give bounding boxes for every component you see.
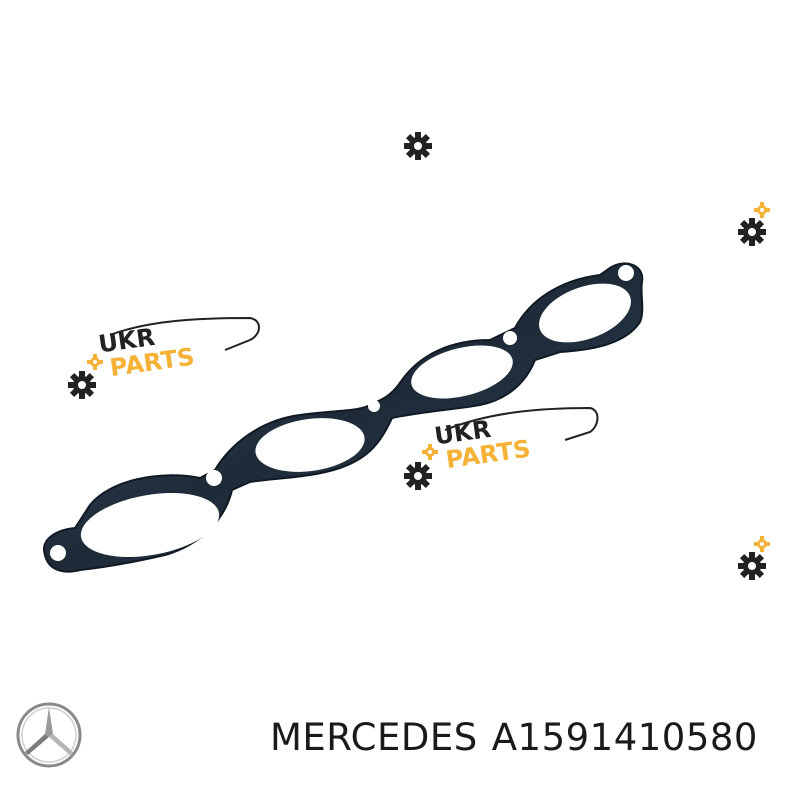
watermark-fragment-right-top (738, 202, 770, 246)
watermark-ukr-parts-left (68, 316, 260, 399)
product-caption: MERCEDES A1591410580 (270, 708, 790, 768)
watermark-fragment-top (404, 132, 432, 160)
watermark-fragment-right-bottom (738, 536, 770, 580)
brand-name: MERCEDES (270, 716, 478, 759)
watermark-ukr-parts-center (404, 406, 599, 490)
mercedes-star-icon (16, 702, 82, 768)
intake-manifold-gasket (43, 262, 644, 573)
part-number: A1591410580 (491, 716, 758, 759)
